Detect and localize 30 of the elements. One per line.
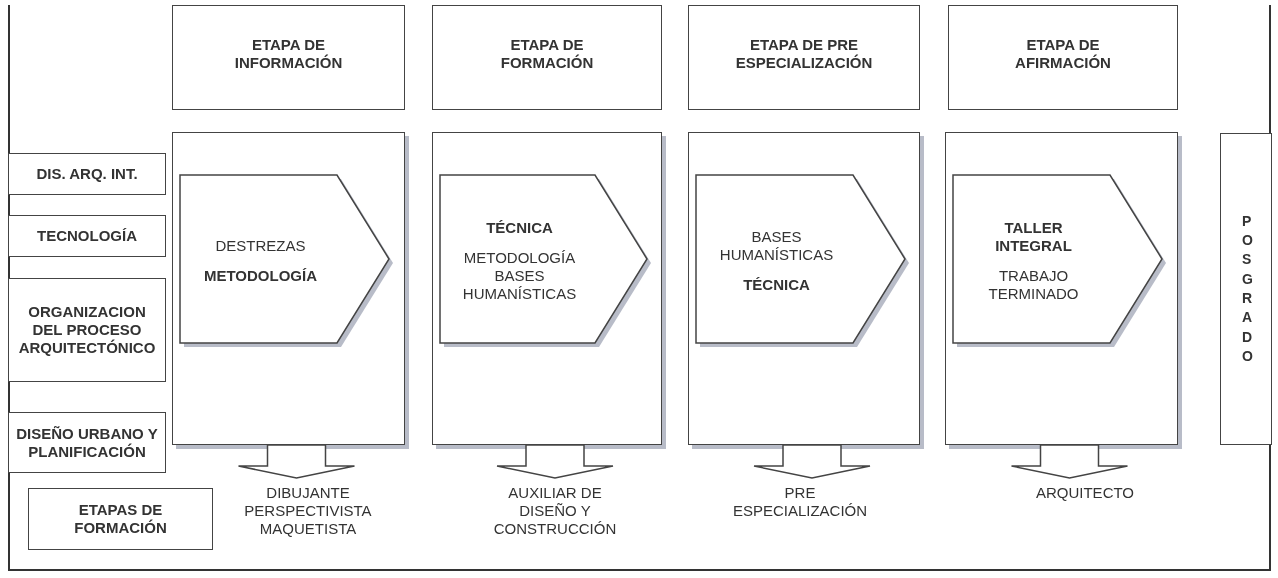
stage-header: ETAPA DE INFORMACIÓN [172,5,405,110]
stage-header: ETAPA DE AFIRMACIÓN [948,5,1178,110]
chevron-label: METODOLOGÍA [203,267,318,285]
outcome-text: AUXILIAR DE DISEÑO Y CONSTRUCCIÓN [465,484,645,554]
chevron-shape [952,174,1167,348]
chevron-label: TÉCNICA [486,219,553,237]
chevron-label: BASES HUMANÍSTICAS [718,228,835,264]
stage-header: ETAPA DE PRE ESPECIALIZACIÓN [688,5,920,110]
chevron-label: DESTREZAS [215,237,306,255]
chevron-label: TRABAJO TERMINADO [987,267,1080,303]
block-arrow [1010,444,1129,479]
outcome-text: DIBUJANTE PERSPECTIVISTA MAQUETISTA [218,484,398,554]
area-box: ETAPAS DE FORMACIÓN [28,488,213,550]
chevron-shape [179,174,394,348]
chevron-label: METODOLOGÍA BASES HUMANÍSTICAS [461,249,578,303]
area-box: DISEÑO URBANO Y PLANIFICACIÓN [8,412,166,473]
block-arrow [496,444,614,479]
chevron-shape [439,174,652,348]
stage-header: ETAPA DE FORMACIÓN [432,5,662,110]
chevron-label: TÉCNICA [743,276,810,294]
area-box: ORGANIZACION DEL PROCESO ARQUITECTÓNICO [8,278,166,382]
chevron-label: TALLER INTEGRAL [994,219,1073,255]
chevron-shape [695,174,910,348]
vertical-box: POSGRADO [1220,133,1272,445]
outcome-text: ARQUITECTO [990,484,1180,514]
block-arrow [237,444,356,479]
area-box: TECNOLOGÍA [8,215,166,257]
area-box: DIS. ARQ. INT. [8,153,166,195]
outcome-text: PRE ESPECIALIZACIÓN [700,484,900,514]
block-arrow [753,444,871,479]
